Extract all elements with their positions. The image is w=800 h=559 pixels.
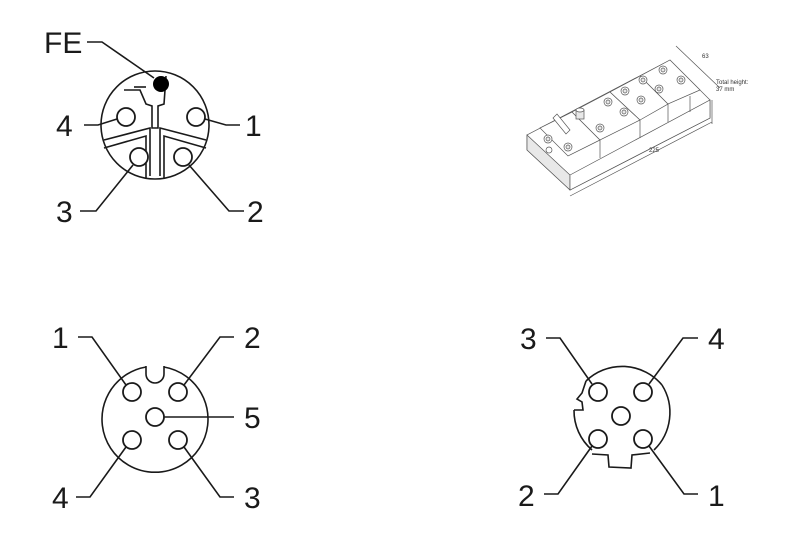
leader-3 xyxy=(80,164,134,212)
coding-ridge-top xyxy=(124,75,167,129)
dim-height-label-2: 37 mm xyxy=(716,87,734,93)
pin-center xyxy=(611,406,631,426)
coding-key xyxy=(145,366,165,384)
label-pin-2: 2 xyxy=(244,322,261,355)
mounting-hole xyxy=(545,146,553,154)
mounting-bracket xyxy=(552,113,571,135)
label-pin-2: 2 xyxy=(247,196,264,229)
label-pin-3: 3 xyxy=(520,323,537,356)
fe-pin xyxy=(153,76,169,92)
label-pin-4: 4 xyxy=(708,323,725,356)
label-pin-1: 1 xyxy=(708,480,725,513)
label-pin-3: 3 xyxy=(244,482,261,515)
pin-3 xyxy=(129,147,149,167)
pin-5 xyxy=(145,407,165,427)
pin-4 xyxy=(633,382,653,402)
connector-outline xyxy=(101,366,209,474)
device-side-face xyxy=(569,99,711,191)
leader-2 xyxy=(544,445,593,495)
connector-outline-right xyxy=(653,384,671,451)
dim-height-label-1: Total height: xyxy=(716,80,749,86)
connector-outline-left xyxy=(573,409,593,451)
dim-length-label: 225 xyxy=(649,148,660,154)
dim-width-label: 63 xyxy=(702,54,709,60)
coding-key-left xyxy=(574,380,587,411)
m12-4pin-connector: 3 4 2 1 xyxy=(518,323,725,513)
label-pin-2: 2 xyxy=(518,480,535,513)
dim-line-width xyxy=(675,45,721,89)
m12-5pin-connector: 1 2 5 4 3 xyxy=(52,322,261,515)
power-connector: FE 4 1 3 2 xyxy=(44,27,264,229)
leader-3 xyxy=(546,337,593,385)
label-pin-5: 5 xyxy=(244,402,261,435)
coding-ridge-bottom xyxy=(103,126,207,176)
label-pin-4: 4 xyxy=(56,110,73,143)
module-dividers xyxy=(599,96,691,158)
leader-4 xyxy=(648,337,698,385)
leader-2 xyxy=(188,164,244,212)
pin-3 xyxy=(588,382,608,402)
pin-2 xyxy=(173,147,193,167)
dim-line-length xyxy=(569,121,713,197)
device-drawing: 63 225 Total height: 37 mm xyxy=(526,45,749,197)
leader-3 xyxy=(183,446,234,498)
leader-1 xyxy=(78,336,127,386)
pin-1 xyxy=(633,429,653,449)
m12-ports xyxy=(543,65,686,152)
pin-4 xyxy=(116,107,136,127)
leader-1 xyxy=(204,118,240,126)
pin-4 xyxy=(122,430,142,450)
pin-1 xyxy=(186,107,206,127)
module-4 xyxy=(639,59,701,105)
pin-2 xyxy=(588,429,608,449)
leader-2 xyxy=(183,336,234,386)
label-pin-4: 4 xyxy=(52,482,69,515)
label-fe: FE xyxy=(44,27,82,60)
connector-outline xyxy=(100,70,210,180)
coding-key-bottom xyxy=(591,452,651,469)
label-pin-1: 1 xyxy=(245,110,262,143)
label-pin-1: 1 xyxy=(52,322,69,355)
pin-3 xyxy=(168,430,188,450)
leader-4 xyxy=(84,118,118,126)
leader-fe xyxy=(87,41,155,79)
pin-2 xyxy=(168,382,188,402)
leader-1 xyxy=(648,445,698,495)
leader-4 xyxy=(76,446,127,498)
pin-1 xyxy=(122,382,142,402)
label-pin-3: 3 xyxy=(56,196,73,229)
